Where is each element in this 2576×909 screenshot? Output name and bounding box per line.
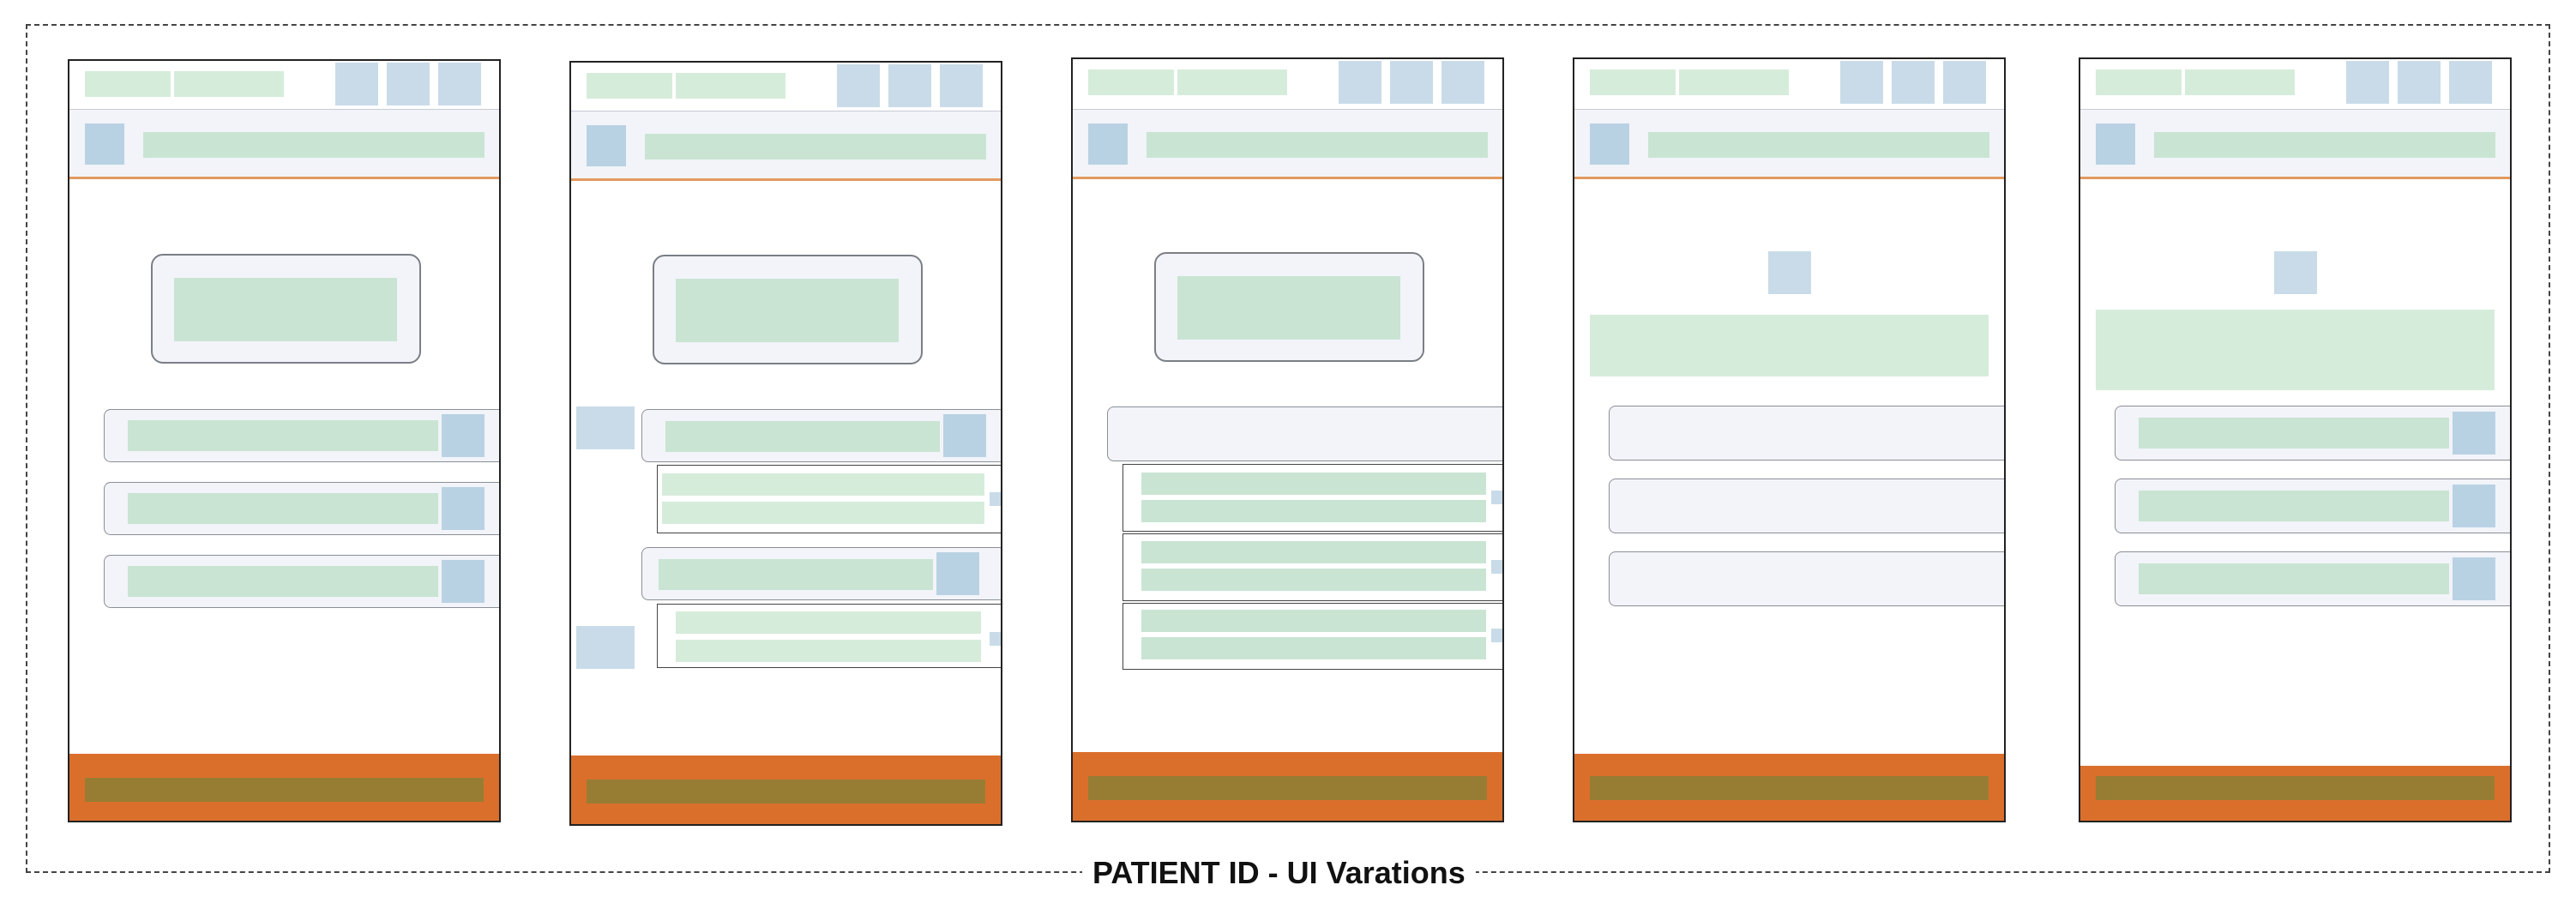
sub-field-placeholder <box>1141 541 1486 563</box>
footer-action-bar[interactable] <box>2096 776 2495 800</box>
sub-field-indicator <box>1491 491 1502 504</box>
header-title-placeholder <box>2154 132 2495 158</box>
phone-mockup-3 <box>1071 57 1504 822</box>
side-badge-placeholder <box>576 626 635 669</box>
status-icon-placeholder <box>1892 61 1935 104</box>
empty-field-row[interactable] <box>1609 551 2004 606</box>
sub-field-indicator <box>1491 629 1502 642</box>
back-icon-placeholder[interactable] <box>85 123 124 165</box>
header-title-placeholder <box>645 134 986 160</box>
header-title-placeholder <box>143 132 485 158</box>
field-action-placeholder[interactable] <box>2453 412 2495 454</box>
status-label-placeholder <box>174 71 284 97</box>
status-icon-placeholder <box>1390 61 1433 104</box>
status-icon-placeholder <box>837 64 880 107</box>
status-icon-placeholder <box>940 64 983 107</box>
field-action-placeholder[interactable] <box>442 560 485 603</box>
status-label-placeholder <box>587 73 672 99</box>
empty-field-row[interactable] <box>1609 479 2004 533</box>
phone-mockup-2-content <box>569 61 1002 826</box>
sub-field-indicator <box>990 492 1001 506</box>
field-label-placeholder <box>128 566 438 597</box>
field-label-placeholder <box>128 420 438 451</box>
group-label-placeholder <box>665 421 940 452</box>
group-header-row[interactable] <box>1107 406 1502 461</box>
back-icon-placeholder[interactable] <box>1088 123 1128 165</box>
field-label-placeholder <box>128 493 438 524</box>
sub-field-placeholder <box>1141 500 1486 522</box>
sub-field-placeholder <box>1141 610 1486 632</box>
phone-mockup-5 <box>2079 57 2512 822</box>
sub-field-placeholder <box>676 611 981 634</box>
side-badge-placeholder <box>576 406 635 449</box>
patient-banner-placeholder <box>1590 315 1989 376</box>
status-icon-placeholder <box>2449 61 2492 104</box>
status-icon-placeholder <box>888 64 931 107</box>
patient-icon-placeholder <box>1768 251 1811 294</box>
header-title-placeholder <box>1147 132 1488 158</box>
group-action-placeholder[interactable] <box>943 414 986 457</box>
status-label-placeholder <box>1088 69 1174 95</box>
sub-field-placeholder <box>1141 473 1486 495</box>
patient-icon-placeholder <box>2274 251 2317 294</box>
status-icon-placeholder <box>2346 61 2389 104</box>
back-icon-placeholder[interactable] <box>1590 123 1629 165</box>
status-label-placeholder <box>1177 69 1287 95</box>
group-action-placeholder[interactable] <box>936 552 979 595</box>
field-label-placeholder <box>2139 491 2449 521</box>
status-icon-placeholder <box>1441 61 1484 104</box>
id-card-content-placeholder <box>676 279 899 342</box>
field-label-placeholder <box>2139 418 2449 448</box>
patient-banner-placeholder <box>2096 310 2495 390</box>
header-title-placeholder <box>1648 132 1989 158</box>
sub-field-placeholder <box>662 473 984 496</box>
status-icon-placeholder <box>335 63 378 105</box>
footer-action-bar[interactable] <box>1088 776 1487 800</box>
field-action-placeholder[interactable] <box>442 414 485 457</box>
id-card-content-placeholder <box>174 278 397 341</box>
sub-field-indicator <box>1491 560 1502 574</box>
field-action-placeholder[interactable] <box>442 487 485 530</box>
status-icon-placeholder <box>1339 61 1381 104</box>
status-icon-placeholder <box>1943 61 1986 104</box>
status-label-placeholder <box>85 71 171 97</box>
status-icon-placeholder <box>2398 61 2441 104</box>
id-card-content-placeholder <box>1177 276 1400 340</box>
footer-action-bar[interactable] <box>85 778 484 802</box>
status-label-placeholder <box>1679 69 1789 95</box>
sub-field-placeholder <box>1141 637 1486 659</box>
status-icon-placeholder <box>387 63 430 105</box>
group-label-placeholder <box>659 559 933 590</box>
footer-action-bar[interactable] <box>1590 776 1989 800</box>
status-icon-placeholder <box>438 63 481 105</box>
diagram-caption: PATIENT ID - UI Varations <box>1082 855 1476 891</box>
footer-action-bar[interactable] <box>587 780 985 804</box>
status-label-placeholder <box>2185 69 2295 95</box>
sub-field-indicator <box>990 632 1001 646</box>
sub-field-placeholder <box>676 640 981 662</box>
status-label-placeholder <box>2096 69 2182 95</box>
field-action-placeholder[interactable] <box>2453 557 2495 600</box>
back-icon-placeholder[interactable] <box>587 125 626 166</box>
status-label-placeholder <box>1590 69 1676 95</box>
sub-field-placeholder <box>1141 569 1486 591</box>
status-icon-placeholder <box>1840 61 1883 104</box>
phone-mockup-1 <box>68 59 501 822</box>
status-label-placeholder <box>676 73 785 99</box>
field-label-placeholder <box>2139 563 2449 594</box>
back-icon-placeholder[interactable] <box>2096 123 2135 165</box>
field-action-placeholder[interactable] <box>2453 485 2495 527</box>
phone-mockup-4 <box>1573 57 2006 822</box>
empty-field-row[interactable] <box>1609 406 2004 461</box>
sub-field-placeholder <box>662 502 984 524</box>
